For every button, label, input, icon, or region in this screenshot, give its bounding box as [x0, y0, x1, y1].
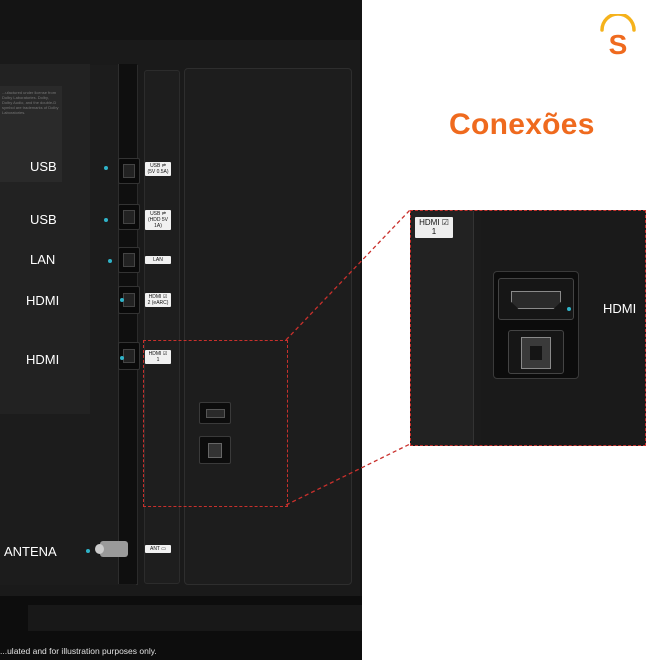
sticker-text: ...ufactured under license from Dolby La…	[2, 90, 59, 115]
label-hdmi-2: HDMI	[26, 293, 60, 308]
usb-port-1	[118, 158, 140, 184]
back-cover-panel	[184, 68, 352, 585]
inset-port-frame	[493, 271, 579, 379]
port-tag-lan: LAN	[145, 256, 171, 264]
indicator-dot-hdmi-1	[120, 356, 124, 360]
indicator-dot-usb-1	[104, 166, 108, 170]
footnote: ...ulated and for illustration purposes …	[0, 646, 157, 656]
port-tag-ant: ANT ▭	[145, 545, 171, 553]
port-tag-usb-1: USB ⇌(5V 0.5A)	[145, 162, 171, 176]
tv-rail	[118, 64, 137, 584]
indicator-dot-usb-2	[104, 218, 108, 222]
optical-port-small	[199, 436, 231, 464]
inset-port-tag: HDMI ☑ 1	[415, 217, 453, 238]
hdmi-port-large	[498, 278, 574, 320]
label-antena: ANTENA	[4, 544, 57, 559]
tv-back-panel: ...ufactured under license from Dolby La…	[0, 0, 362, 660]
port-tag-usb-2: USB ⇌(HDD 5V 1A)	[145, 210, 171, 230]
label-lan: LAN	[30, 252, 56, 267]
indicator-dot-inset	[567, 307, 571, 311]
label-usb-1: USB	[30, 159, 57, 174]
zoom-inset: HDMI ☑ 1 HDMI	[410, 210, 646, 446]
lan-port	[118, 247, 140, 273]
indicator-dot-lan	[108, 259, 112, 263]
port-tag-hdmi-1: HDMI ☑1	[145, 350, 171, 364]
antenna-connector	[100, 541, 128, 557]
port-strip	[144, 70, 180, 584]
dolby-sticker: ...ufactured under license from Dolby La…	[0, 86, 62, 182]
brand-logo-icon: S	[600, 14, 636, 58]
optical-port-large	[508, 330, 564, 374]
indicator-dot-antena	[86, 549, 90, 553]
hdmi-slot	[511, 291, 561, 309]
label-usb-2: USB	[30, 212, 57, 227]
inset-port-strip	[411, 211, 474, 445]
inset-hdmi-label: HDMI	[603, 301, 637, 316]
port-tag-hdmi-2: HDMI ☑2 (eARC)	[145, 293, 171, 307]
hdmi-port-1	[118, 342, 140, 370]
page-title: Conexões	[449, 108, 595, 141]
highlight-box	[143, 340, 288, 507]
hdmi-port-2	[118, 286, 140, 314]
antenna-connector-tip	[95, 544, 104, 554]
usb-port-2	[118, 204, 140, 230]
logo-letter: S	[609, 29, 628, 58]
hdmi-port-small	[199, 402, 231, 424]
indicator-dot-hdmi-2	[120, 298, 124, 302]
label-hdmi-1: HDMI	[26, 352, 60, 367]
tv-stand-slot	[28, 605, 362, 631]
optical-slot	[521, 337, 551, 369]
